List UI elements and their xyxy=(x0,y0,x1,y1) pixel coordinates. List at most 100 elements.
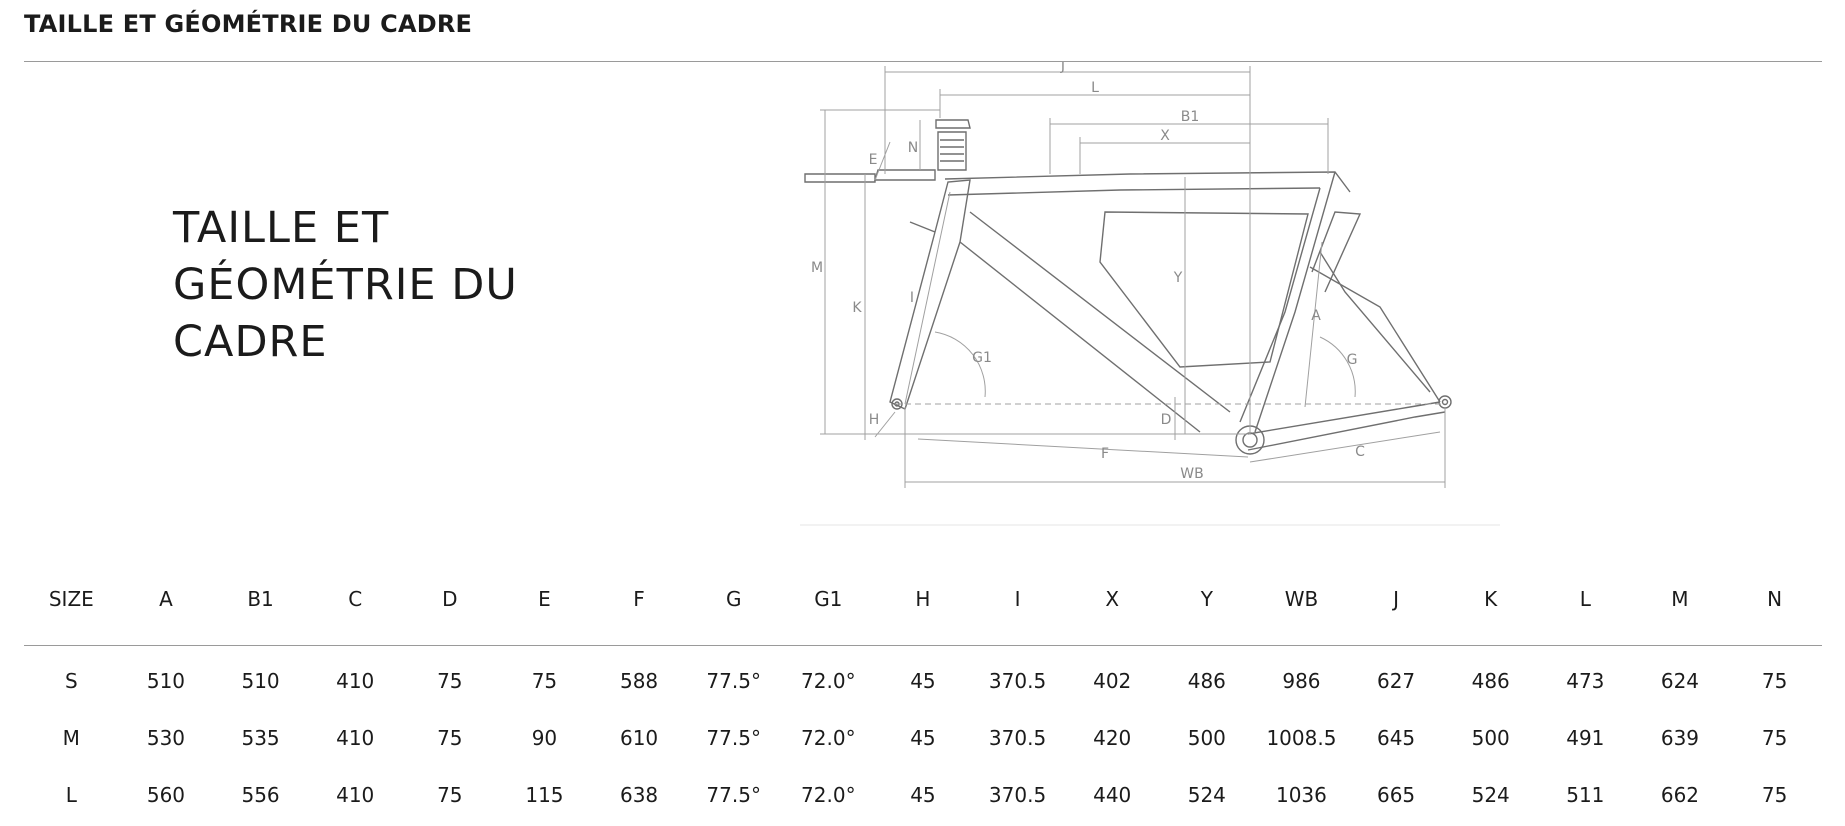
table-cell: 560 xyxy=(146,782,186,807)
label-g: G xyxy=(1347,352,1358,368)
table-cell: 986 xyxy=(1282,668,1321,693)
table-cell: 627 xyxy=(1376,668,1416,693)
table-cell: 370.5 xyxy=(988,782,1047,807)
table-cell: 77.5° xyxy=(706,668,761,693)
label-l: L xyxy=(1091,80,1099,96)
table-cell: 75 xyxy=(437,725,463,750)
table-cell: 75 xyxy=(437,782,463,807)
column-header: L xyxy=(1538,587,1633,646)
section-header: TAILLE ET GÉOMÉTRIE DU CADRE xyxy=(24,10,473,38)
column-header: X xyxy=(1064,587,1160,646)
table-cell: 645 xyxy=(1376,725,1416,750)
table-row: M 530 535 410 75 90 610 77.5° 72.0° 45 3… xyxy=(24,709,1822,766)
column-header: F xyxy=(591,587,687,646)
table-cell: 72.0° xyxy=(801,668,856,693)
dimension-lines xyxy=(820,66,1446,488)
table-cell: 510 xyxy=(241,668,280,693)
label-b1: B1 xyxy=(1181,109,1200,125)
table-cell: S xyxy=(64,668,78,693)
table-cell: 420 xyxy=(1093,725,1132,750)
table-cell: 556 xyxy=(241,782,280,807)
table-cell: 90 xyxy=(531,725,558,750)
column-header: I xyxy=(970,587,1065,646)
column-header: E xyxy=(497,587,592,646)
table-row: S 510 510 410 75 75 588 77.5° 72.0° 45 3… xyxy=(24,646,1822,710)
column-header: A xyxy=(118,587,214,646)
column-header: H xyxy=(875,587,971,646)
table-cell: 75 xyxy=(437,668,463,693)
column-header: N xyxy=(1727,587,1822,646)
table-cell: 1036 xyxy=(1275,782,1327,807)
table-cell: 639 xyxy=(1660,725,1700,750)
column-header: G1 xyxy=(781,587,876,646)
table-cell: 77.5° xyxy=(706,782,761,807)
table-cell: 524 xyxy=(1471,782,1510,807)
table-cell: 665 xyxy=(1376,782,1416,807)
table-cell: 45 xyxy=(910,668,936,693)
hero-title-line-3: CADRE xyxy=(173,317,328,367)
table-cell: 524 xyxy=(1187,782,1226,807)
table-cell: 511 xyxy=(1566,782,1605,807)
column-header: WB xyxy=(1254,587,1349,646)
header-divider xyxy=(24,61,1822,62)
column-header: G xyxy=(686,587,781,646)
label-f: F xyxy=(1101,446,1109,462)
table-cell: 1008.5 xyxy=(1266,725,1337,750)
hero-title-line-1: TAILLE ET xyxy=(173,203,390,253)
table-cell: 370.5 xyxy=(988,725,1047,750)
label-h: H xyxy=(869,412,880,428)
label-g1: G1 xyxy=(972,350,992,366)
table-cell: 115 xyxy=(525,782,564,807)
column-header: K xyxy=(1443,587,1538,646)
geometry-table: SIZE A B1 C D E F G G1 H I X Y WB J K L … xyxy=(24,587,1822,823)
dimension-labels: J L B1 X N E M K I Y A G1 G H D F C WB xyxy=(811,62,1365,482)
column-header: C xyxy=(307,587,403,646)
table-cell: 638 xyxy=(619,782,659,807)
table-cell: 75 xyxy=(1761,782,1788,807)
label-d: D xyxy=(1161,412,1172,428)
label-x: X xyxy=(1160,128,1170,144)
label-n: N xyxy=(908,140,918,156)
frame-geometry-diagram: J L B1 X N E M K I Y A G1 G H D F C WB xyxy=(800,62,1500,526)
table-row: L 560 556 410 75 115 638 77.5° 72.0° 45 … xyxy=(24,766,1822,823)
table-cell: 500 xyxy=(1471,725,1510,750)
table-cell: 370.5 xyxy=(988,668,1047,693)
column-header: J xyxy=(1348,587,1444,646)
label-m: M xyxy=(811,260,823,276)
table-cell: M xyxy=(62,725,80,750)
table-cell: 610 xyxy=(619,725,659,750)
table-cell: 624 xyxy=(1660,668,1700,693)
table-cell: 410 xyxy=(336,725,375,750)
hero-title: TAILLE ET GÉOMÉTRIE DU CADRE xyxy=(173,200,533,371)
label-c: C xyxy=(1355,444,1365,460)
table-cell: 486 xyxy=(1471,668,1510,693)
table-cell: 491 xyxy=(1566,725,1605,750)
label-a: A xyxy=(1311,308,1321,324)
table-cell: 410 xyxy=(336,668,375,693)
table-cell: 486 xyxy=(1187,668,1226,693)
table-cell: 75 xyxy=(1761,668,1788,693)
table-cell: L xyxy=(65,782,77,807)
table-cell: 500 xyxy=(1187,725,1226,750)
table-cell: 72.0° xyxy=(801,782,856,807)
label-e: E xyxy=(869,152,878,168)
table-cell: 402 xyxy=(1093,668,1132,693)
label-wb: WB xyxy=(1180,466,1203,482)
table-header-row: SIZE A B1 C D E F G G1 H I X Y WB J K L … xyxy=(24,587,1822,646)
table-cell: 530 xyxy=(146,725,186,750)
label-y: Y xyxy=(1173,270,1183,286)
table-cell: 77.5° xyxy=(706,725,761,750)
table-cell: 75 xyxy=(531,668,558,693)
table-cell: 45 xyxy=(910,725,936,750)
label-j: J xyxy=(1060,62,1065,74)
column-header: B1 xyxy=(213,587,308,646)
column-header: Y xyxy=(1159,587,1255,646)
table-cell: 75 xyxy=(1761,725,1788,750)
column-header: M xyxy=(1632,587,1728,646)
table-cell: 510 xyxy=(146,668,186,693)
table-cell: 588 xyxy=(619,668,659,693)
table-cell: 440 xyxy=(1093,782,1132,807)
table-cell: 45 xyxy=(910,782,936,807)
label-k: K xyxy=(852,300,862,316)
hero-title-line-2: GÉOMÉTRIE DU xyxy=(173,260,518,310)
